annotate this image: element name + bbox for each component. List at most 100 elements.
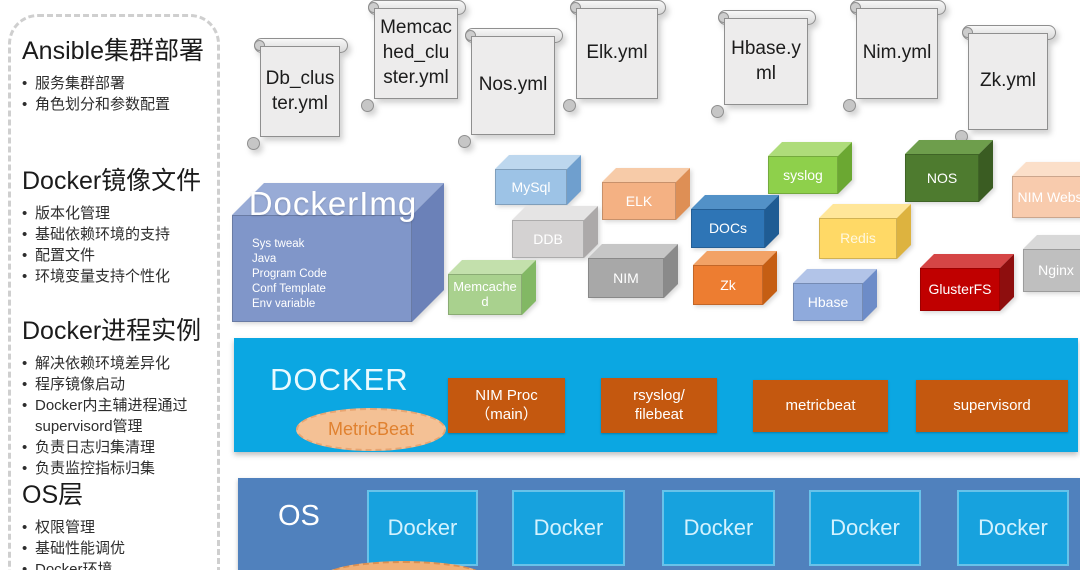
- section-title: Ansible集群部署: [22, 37, 204, 65]
- process-rsyslog-filebeat: rsyslog/ filebeat: [601, 378, 717, 433]
- scroll-zk: Zk.yml: [952, 25, 1056, 143]
- metricbeat-label: MetricBeat: [327, 419, 415, 439]
- yml-file-label: Nos.yml: [478, 74, 548, 96]
- cube-glusterfs: GlusterFS: [920, 254, 1014, 311]
- cube-top-face: [232, 183, 444, 215]
- container-docker-1: Docker: [367, 490, 478, 566]
- cube-label: MySql: [511, 178, 551, 195]
- container-docker-2: Docker: [512, 490, 625, 566]
- scroll-db-cluster: Db_cluster.yml: [244, 38, 348, 150]
- cube-nim: NIM: [588, 244, 678, 298]
- section-bullet: 角色划分和参数配置: [22, 94, 216, 115]
- cube-label: Nginx: [1038, 262, 1074, 279]
- section-bullet: 服务集群部署: [22, 73, 216, 94]
- cube-mysql: MySql: [495, 155, 581, 205]
- docker-img-cube: Sys tweak Java Program Code Conf Templat…: [232, 183, 444, 322]
- cube-nos: NOS: [905, 140, 993, 202]
- process-metricbeat: metricbeat: [753, 380, 888, 432]
- scroll-elk: Elk.yml: [560, 0, 666, 112]
- scroll-nim: Nim.yml: [840, 0, 946, 112]
- scroll-curl-bottom: [563, 99, 576, 112]
- cube-label: NIM: [613, 269, 639, 286]
- yml-file-label: Zk.yml: [980, 70, 1036, 92]
- section-bullet: 权限管理: [22, 517, 216, 538]
- yml-file-label: Hbase.yml: [731, 37, 801, 84]
- scroll-curl-bottom: [458, 135, 471, 148]
- process-supervisord: supervisord: [916, 380, 1068, 432]
- docker-img-item: Env variable: [252, 298, 316, 310]
- section-bullet: 版本化管理: [22, 203, 216, 224]
- scroll-curl-bottom: [711, 105, 724, 118]
- os-layer-bar: OS Docker Docker Docker Docker Docker: [238, 478, 1080, 570]
- cube-ddb: DDB: [512, 206, 598, 258]
- cube-label: syslog: [783, 166, 823, 183]
- scroll-curl-bottom: [843, 99, 856, 112]
- cube-nginx: Nginx: [1023, 235, 1080, 292]
- section-bullet: 负责日志归集清理: [22, 437, 216, 458]
- yml-file-label: Memcached_cluster.yml: [380, 17, 452, 88]
- sidebar-section-os: OS层 权限管理 基础性能调优 Docker环境: [22, 481, 216, 570]
- section-bullet: 程序镜像启动: [22, 374, 216, 395]
- scroll-curl-top: [718, 12, 729, 23]
- cube-label: NOS: [926, 169, 958, 186]
- scroll-curl-top: [850, 2, 861, 13]
- scroll-nos: Nos.yml: [455, 28, 563, 148]
- docker-img-item: Conf Template: [252, 283, 326, 295]
- sidebar-dashed-border: [8, 14, 220, 570]
- process-nim-proc: NIM Proc （main）: [448, 378, 565, 433]
- sidebar-section-docker-process: Docker进程实例 解决依赖环境差异化 程序镜像启动 Docker内主辅进程通…: [22, 317, 216, 479]
- cube-label: DOCs: [708, 220, 748, 237]
- scroll-curl-top: [570, 2, 581, 13]
- container-docker-4: Docker: [809, 490, 921, 566]
- docker-img-item: Sys tweak: [252, 238, 305, 250]
- scroll-memcached-cluster: Memcached_cluster.yml: [358, 0, 466, 112]
- cube-docs: DOCs: [691, 195, 779, 248]
- yml-file-label: Nim.yml: [862, 42, 932, 64]
- cube-label: ELK: [625, 192, 653, 209]
- scroll-curl-top: [368, 2, 379, 13]
- cube-label: Hbase: [807, 293, 849, 310]
- yml-file-label: Db_cluster.yml: [265, 67, 335, 114]
- scroll-curl-top: [254, 40, 265, 51]
- scroll-curl-top: [465, 30, 476, 41]
- docker-img-item: Java: [252, 253, 277, 265]
- section-bullet: 解决依赖环境差异化: [22, 353, 216, 374]
- yml-file-label: Elk.yml: [586, 42, 648, 64]
- section-bullet: 基础性能调优: [22, 538, 216, 559]
- cube-nim-webs: NIM Webs: [1012, 162, 1080, 218]
- docker-layer-bar: DOCKER MetricBeat NIM Proc （main） rsyslo…: [234, 338, 1078, 452]
- section-title: OS层: [22, 481, 84, 509]
- section-bullet: 配置文件: [22, 245, 216, 266]
- scroll-hbase: Hbase.yml: [708, 10, 816, 118]
- scroll-curl-bottom: [361, 99, 374, 112]
- scroll-curl-bottom: [247, 137, 260, 150]
- cube-label: Redis: [840, 230, 876, 247]
- cube-memcached: Memcached: [448, 260, 536, 315]
- section-title: Docker进程实例: [22, 317, 202, 345]
- metricbeat-ellipse: MetricBeat: [296, 408, 446, 451]
- cube-label: GlusterFS: [928, 281, 992, 298]
- scroll-curl-top: [962, 27, 973, 38]
- docker-layer-title: DOCKER: [270, 362, 409, 397]
- cube-label: Memcached: [453, 278, 517, 309]
- cube-syslog: syslog: [768, 142, 852, 194]
- section-bullet: Docker内主辅进程通过supervisord管理: [22, 395, 216, 437]
- docker-img-item: Program Code: [252, 268, 327, 280]
- cube-zk: Zk: [693, 251, 777, 305]
- cube-elk: ELK: [602, 168, 690, 220]
- cube-label: Zk: [720, 276, 736, 293]
- sidebar-section-docker-image: Docker镜像文件 版本化管理 基础依赖环境的支持 配置文件 环境变量支持个性…: [22, 167, 216, 287]
- docker-img-title: DockerImg: [248, 185, 418, 222]
- section-bullet: 环境变量支持个性化: [22, 266, 216, 287]
- cube-redis: Redis: [819, 204, 911, 259]
- container-docker-3: Docker: [662, 490, 775, 566]
- cube-label: NIM Webs: [1017, 188, 1080, 205]
- sidebar-section-ansible: Ansible集群部署 服务集群部署 角色划分和参数配置: [22, 37, 216, 115]
- cube-hbase: Hbase: [793, 269, 877, 321]
- os-layer-title: OS: [278, 500, 320, 532]
- section-title: Docker镜像文件: [22, 167, 202, 195]
- cube-label: DDB: [533, 230, 563, 247]
- cube-front-face: Sys tweak Java Program Code Conf Templat…: [232, 215, 412, 322]
- section-bullet: 负责监控指标归集: [22, 458, 216, 479]
